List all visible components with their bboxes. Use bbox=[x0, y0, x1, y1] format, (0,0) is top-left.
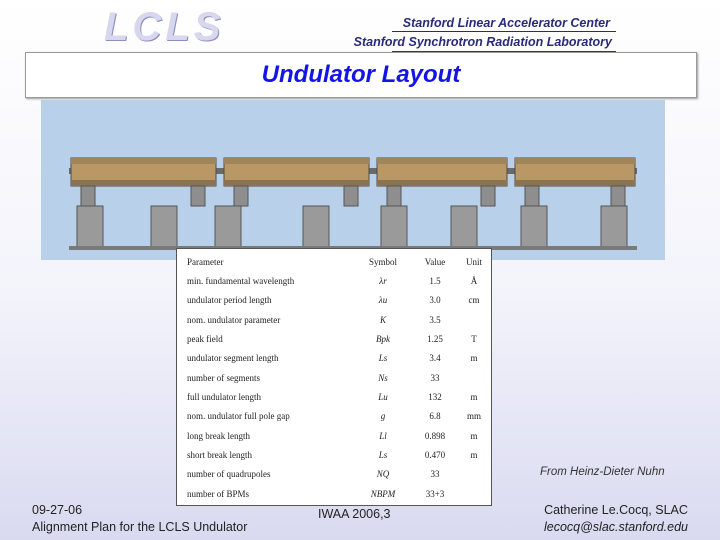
undulator-drawing-svg bbox=[41, 100, 665, 260]
row-value: 0.470 bbox=[424, 450, 446, 460]
row-symbol: Ll bbox=[379, 431, 387, 441]
title-box: Undulator Layout bbox=[25, 52, 697, 98]
row-symbol: Ls bbox=[378, 353, 388, 363]
table-row: nom. undulator full pole gap g 6.8 mm bbox=[177, 405, 491, 423]
row-param: long break length bbox=[187, 431, 250, 441]
row-symbol: Bpk bbox=[376, 334, 390, 344]
row-param: peak field bbox=[187, 334, 223, 344]
row-unit: Å bbox=[470, 276, 478, 286]
row-symbol: λu bbox=[378, 295, 388, 305]
row-unit: m bbox=[470, 450, 478, 460]
table-row: short break length Ls 0.470 m bbox=[177, 444, 491, 462]
row-value: 33 bbox=[430, 469, 440, 479]
table-row: long break length Ll 0.898 m bbox=[177, 425, 491, 443]
row-unit: mm bbox=[466, 411, 481, 421]
row-param: short break length bbox=[187, 450, 252, 460]
row-param: nom. undulator parameter bbox=[187, 315, 281, 325]
undulator-segment bbox=[376, 157, 508, 207]
row-value: 132 bbox=[428, 392, 442, 402]
footer-date: 09-27-06 bbox=[32, 503, 83, 517]
row-param: full undulator length bbox=[187, 392, 261, 402]
table-row: min. fundamental wavelength λr 1.5 Å bbox=[177, 270, 491, 288]
lcls-logo: LCLS bbox=[104, 5, 225, 49]
row-unit: m bbox=[470, 353, 478, 363]
row-unit: T bbox=[471, 334, 477, 344]
row-param: undulator period length bbox=[187, 295, 272, 305]
row-value: 33 bbox=[430, 373, 440, 383]
table-row: peak field Bpk 1.25 T bbox=[177, 328, 491, 346]
row-symbol: Ns bbox=[378, 373, 388, 383]
table-row: undulator segment length Ls 3.4 m bbox=[177, 347, 491, 365]
row-param: number of quadrupoles bbox=[187, 469, 271, 479]
row-unit: cm bbox=[468, 295, 480, 305]
support-piers bbox=[76, 205, 628, 249]
row-value: 0.898 bbox=[424, 431, 446, 441]
row-value: 6.8 bbox=[429, 411, 441, 421]
row-param: min. fundamental wavelength bbox=[187, 276, 295, 286]
row-symbol: λr bbox=[379, 276, 387, 286]
row-param: undulator segment length bbox=[187, 353, 279, 363]
table-row: nom. undulator parameter K 3.5 bbox=[177, 309, 491, 327]
table-row: number of segments Ns 33 bbox=[177, 367, 491, 385]
row-unit: m bbox=[470, 431, 478, 441]
table-row: number of quadrupoles NQ 33 bbox=[177, 463, 491, 481]
row-unit: m bbox=[470, 392, 478, 402]
row-value: 3.4 bbox=[429, 353, 441, 363]
table-row: number of BPMs NBPM 33+3 bbox=[177, 483, 491, 501]
header-value: Value bbox=[424, 257, 446, 267]
table-header-row: Parameter Symbol Value Unit bbox=[177, 251, 491, 269]
lab-name-slac: Stanford Linear Accelerator Center bbox=[402, 16, 610, 30]
footer-email[interactable]: lecocq@slac.stanford.edu bbox=[543, 520, 689, 534]
table-row: undulator period length λu 3.0 cm bbox=[177, 289, 491, 307]
undulator-segment bbox=[223, 157, 370, 207]
row-value: 33+3 bbox=[425, 489, 445, 499]
row-symbol: K bbox=[379, 315, 386, 325]
header-rule-1 bbox=[392, 31, 616, 32]
header-unit: Unit bbox=[465, 257, 482, 267]
table-row: full undulator length Lu 132 m bbox=[177, 386, 491, 404]
row-symbol: Ls bbox=[378, 450, 388, 460]
lab-name-ssrl: Stanford Synchrotron Radiation Laborator… bbox=[353, 35, 612, 49]
slide-title: Undulator Layout bbox=[261, 61, 461, 88]
row-value: 1.25 bbox=[427, 334, 443, 344]
footer-author: Catherine Le.Cocq, SLAC bbox=[544, 503, 688, 517]
undulator-segment bbox=[514, 157, 636, 207]
footer-right: Catherine Le.Cocq, SLAC lecocq@slac.stan… bbox=[530, 502, 702, 536]
footer-event: IWAA 2006,3 bbox=[318, 507, 391, 521]
row-param: number of segments bbox=[187, 373, 260, 383]
row-param: number of BPMs bbox=[187, 489, 250, 499]
parameter-table: Parameter Symbol Value Unit min. fundame… bbox=[176, 248, 492, 506]
undulator-drawing bbox=[41, 100, 665, 260]
row-param: nom. undulator full pole gap bbox=[187, 411, 290, 421]
source-caption: From Heinz-Dieter Nuhn bbox=[540, 466, 665, 478]
footer-subtitle: Alignment Plan for the LCLS Undulator bbox=[32, 520, 248, 534]
header-rule-2 bbox=[392, 51, 616, 52]
undulator-segment bbox=[70, 157, 217, 207]
row-symbol: g bbox=[380, 411, 386, 421]
row-value: 3.0 bbox=[429, 295, 441, 305]
header-parameter: Parameter bbox=[187, 257, 224, 267]
row-symbol: Lu bbox=[378, 392, 388, 402]
header-symbol: Symbol bbox=[368, 257, 397, 267]
row-value: 1.5 bbox=[429, 276, 441, 286]
footer-left: 09-27-06 Alignment Plan for the LCLS Und… bbox=[32, 502, 247, 536]
row-symbol: NBPM bbox=[370, 489, 396, 499]
row-value: 3.5 bbox=[429, 315, 441, 325]
row-symbol: NQ bbox=[376, 469, 390, 479]
